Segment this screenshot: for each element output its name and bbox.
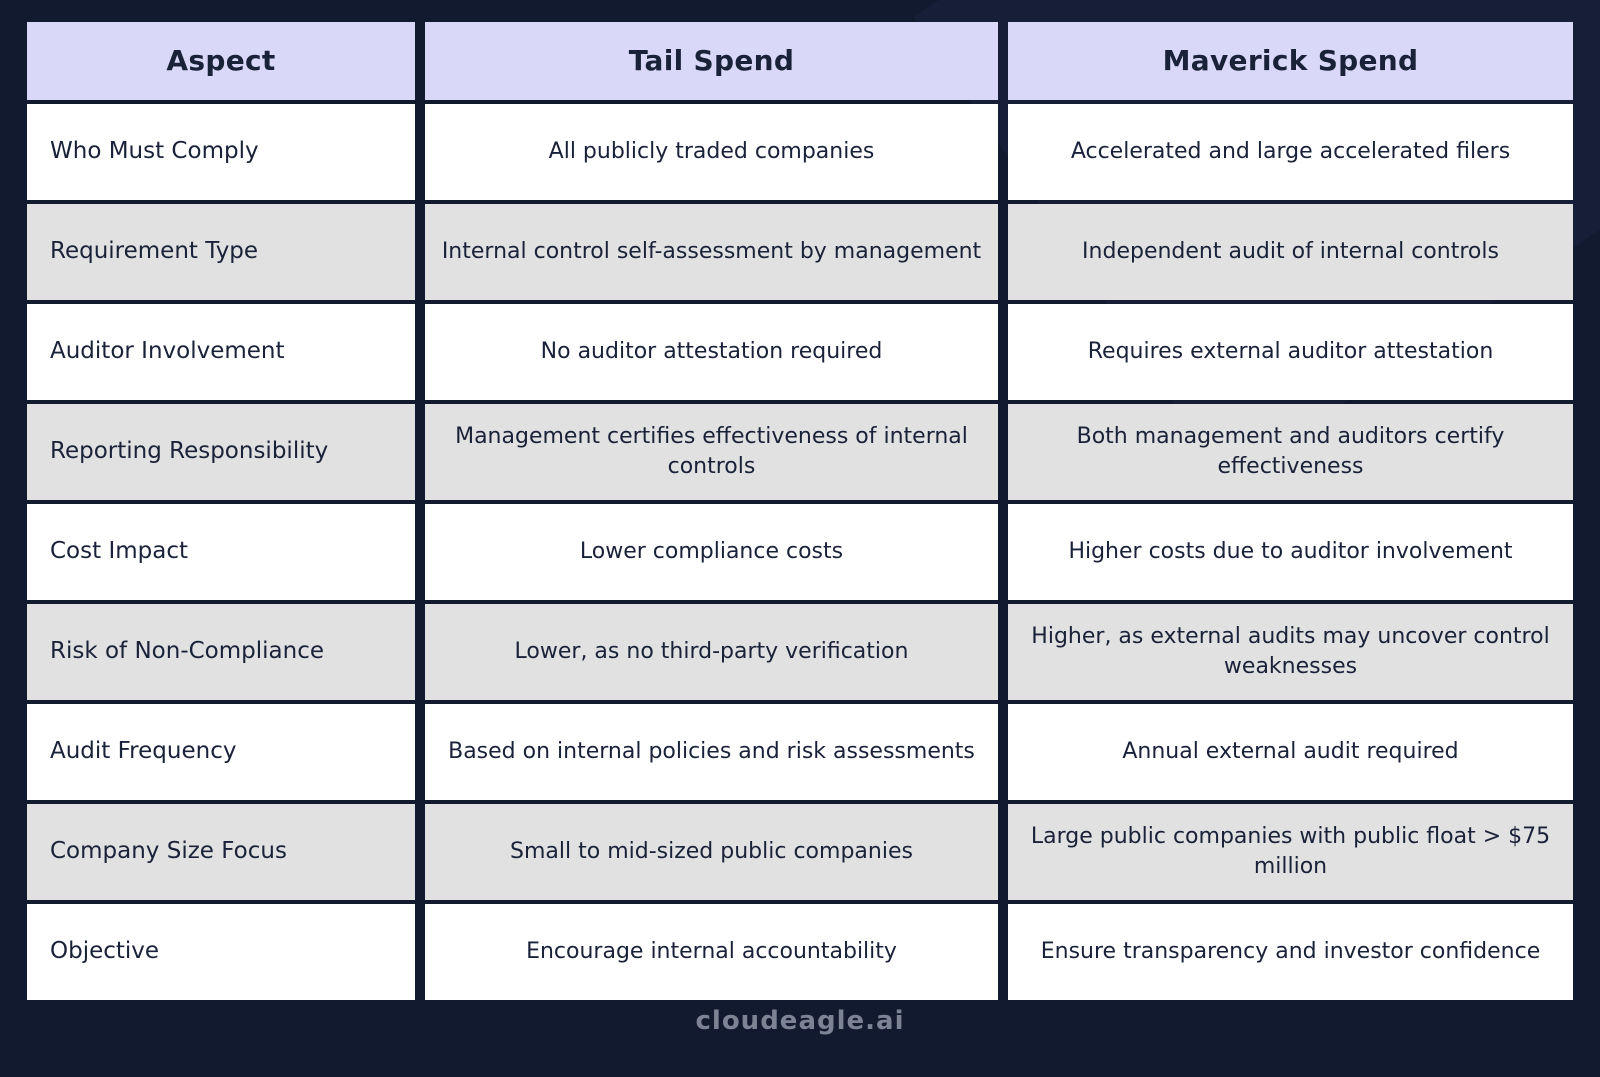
tail-spend-cell: Internal control self-assessment by mana…: [425, 204, 998, 300]
comparison-table: Aspect Tail Spend Maverick Spend Who Mus…: [27, 22, 1573, 1000]
maverick-spend-cell: Annual external audit required: [1008, 704, 1573, 800]
aspect-cell: Objective: [27, 904, 415, 1000]
column-header-aspect: Aspect: [27, 22, 415, 100]
cloudeagle-logo: cloudeagle.ai: [695, 1006, 905, 1036]
maverick-spend-cell: Independent audit of internal controls: [1008, 204, 1573, 300]
tail-spend-cell: No auditor attestation required: [425, 304, 998, 400]
maverick-spend-cell: Requires external auditor attestation: [1008, 304, 1573, 400]
footer: cloudeagle.ai: [0, 1006, 1600, 1036]
tail-spend-cell: Lower compliance costs: [425, 504, 998, 600]
aspect-cell: Cost Impact: [27, 504, 415, 600]
tail-spend-cell: Based on internal policies and risk asse…: [425, 704, 998, 800]
aspect-cell: Auditor Involvement: [27, 304, 415, 400]
maverick-spend-cell: Large public companies with public float…: [1008, 804, 1573, 900]
aspect-cell: Who Must Comply: [27, 104, 415, 200]
maverick-spend-cell: Higher, as external audits may uncover c…: [1008, 604, 1573, 700]
tail-spend-cell: Small to mid-sized public companies: [425, 804, 998, 900]
aspect-cell: Requirement Type: [27, 204, 415, 300]
column-header-tail-spend: Tail Spend: [425, 22, 998, 100]
maverick-spend-cell: Ensure transparency and investor confide…: [1008, 904, 1573, 1000]
tail-spend-cell: Management certifies effectiveness of in…: [425, 404, 998, 500]
aspect-cell: Reporting Responsibility: [27, 404, 415, 500]
aspect-cell: Company Size Focus: [27, 804, 415, 900]
maverick-spend-cell: Higher costs due to auditor involvement: [1008, 504, 1573, 600]
tail-spend-cell: All publicly traded companies: [425, 104, 998, 200]
column-header-maverick-spend: Maverick Spend: [1008, 22, 1573, 100]
aspect-cell: Risk of Non-Compliance: [27, 604, 415, 700]
tail-spend-cell: Lower, as no third-party verification: [425, 604, 998, 700]
tail-spend-cell: Encourage internal accountability: [425, 904, 998, 1000]
maverick-spend-cell: Both management and auditors certify eff…: [1008, 404, 1573, 500]
maverick-spend-cell: Accelerated and large accelerated filers: [1008, 104, 1573, 200]
aspect-cell: Audit Frequency: [27, 704, 415, 800]
